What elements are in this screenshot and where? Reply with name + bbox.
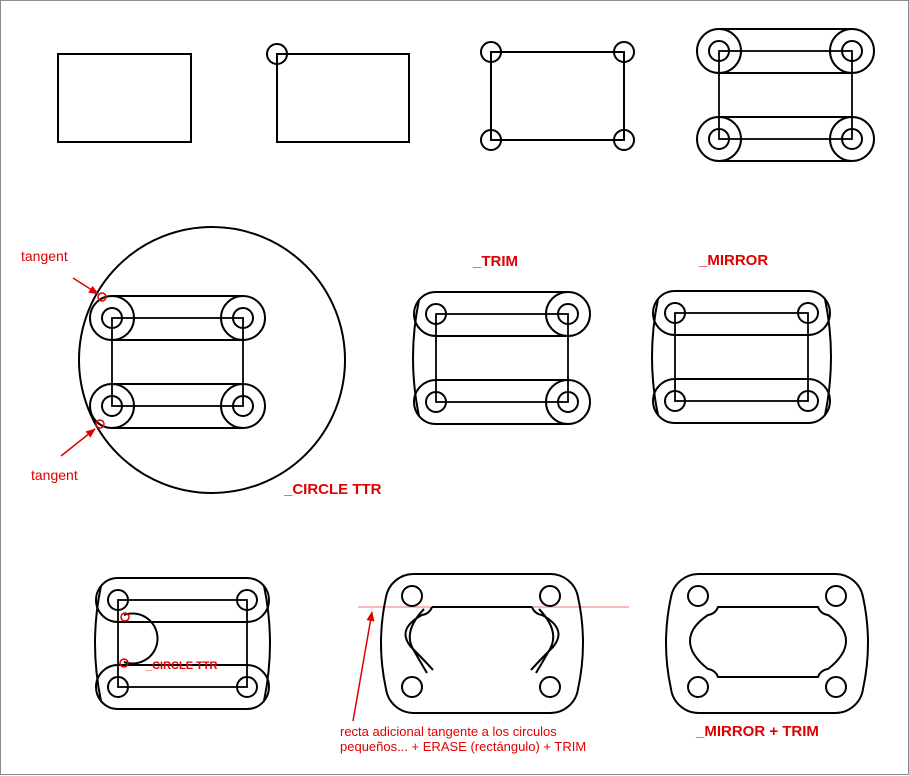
step5-circle-ttr: tangent tangent _CIRCLE TTR: [21, 226, 382, 498]
step2-rect-with-circle: [266, 43, 410, 143]
tangent-marker-bottom: [95, 419, 105, 429]
tangent-arrow-bottom: [60, 428, 96, 457]
large-tangent-circle: [78, 226, 346, 494]
mirror-trim-label: _MIRROR + TRIM: [695, 723, 819, 740]
step3-rect-four-circles: [480, 41, 635, 151]
step1-rectangle: [57, 53, 192, 143]
note-line1: recta adicional tangente a los circulos: [340, 724, 557, 739]
tangent-label-bottom: tangent: [31, 467, 78, 483]
tangent-marker-top: [97, 292, 107, 302]
tangent-label-top: tangent: [21, 248, 68, 264]
step6-trim: _TRIM: [412, 253, 591, 426]
note-arrow: [352, 611, 375, 722]
mirror-label: _MIRROR: [698, 252, 768, 269]
step10-mirror-trim-final: _MIRROR + TRIM: [665, 572, 869, 740]
circle-ttr-small-label: _CIRCLE TTR: [145, 660, 218, 672]
tangent-arrow-top: [72, 277, 99, 295]
ttr-marker-top: [120, 612, 130, 622]
trim-label: _TRIM: [472, 253, 518, 270]
note-line2: pequeños... + ERASE (rectángulo) + TRIM: [340, 739, 586, 754]
step8-small-circle-ttr: _CIRCLE TTR: [94, 576, 271, 711]
step4-offset-circles: [696, 28, 875, 162]
step7-mirror: _MIRROR: [651, 252, 832, 425]
step9-tangent-line-erase-trim: recta adicional tangente a los circulos …: [340, 572, 629, 754]
circle-ttr-label: _CIRCLE TTR: [283, 481, 382, 498]
ttr-marker-bottom: [119, 658, 129, 668]
